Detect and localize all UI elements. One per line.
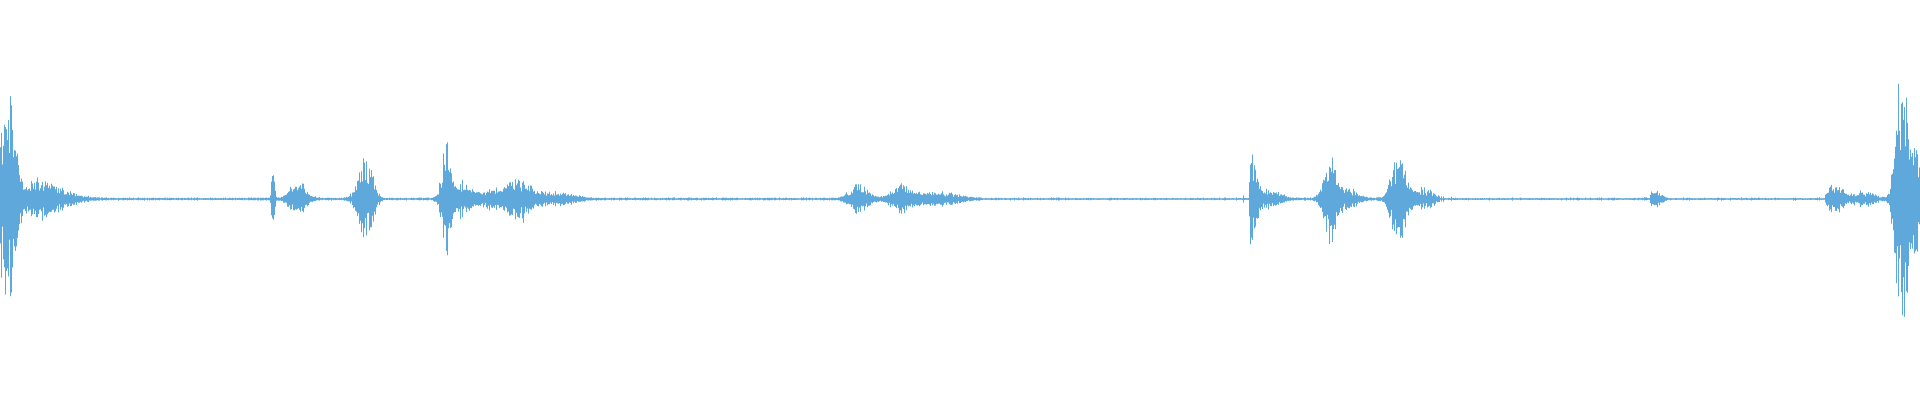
waveform-samples xyxy=(0,83,1920,317)
